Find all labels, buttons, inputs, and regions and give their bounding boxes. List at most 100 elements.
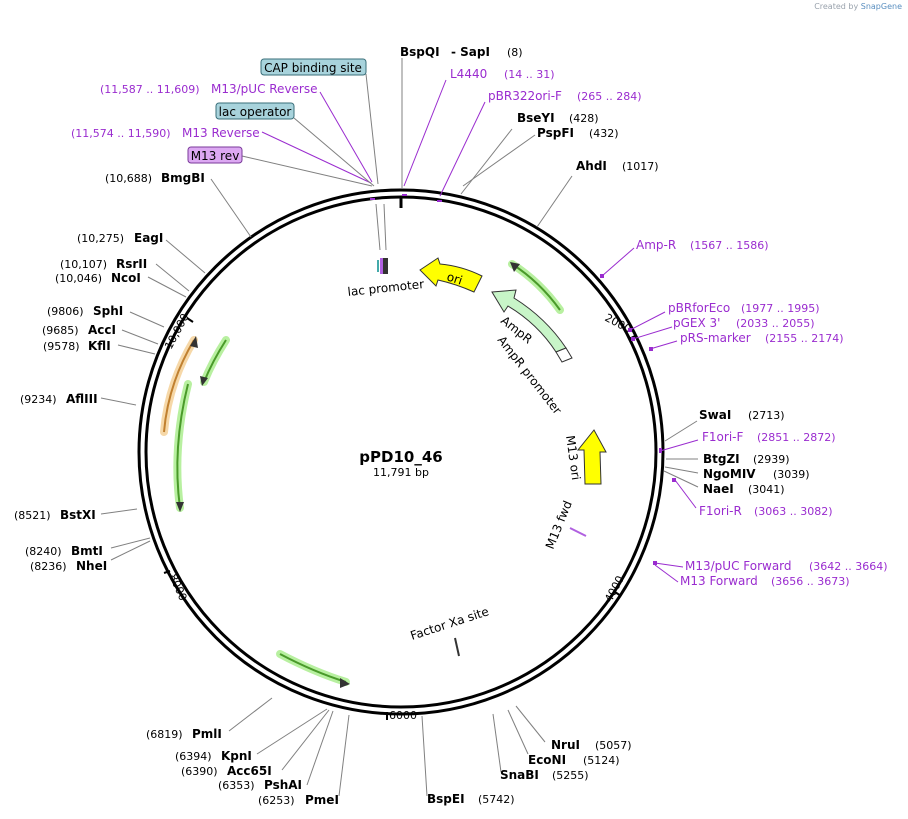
enzyme-bmti: BmtI: [71, 544, 103, 558]
enzyme-ngomiv-pos: (3039): [773, 468, 810, 481]
enzyme-labels: BspQI - SapI (8) BseYI (428) PspFI (432)…: [14, 45, 810, 807]
enzyme-leaders: [100, 58, 699, 797]
primer-leaders: [261, 79, 699, 583]
enzyme-rsrii: RsrII: [116, 257, 147, 271]
enzyme-sphi: SphI: [93, 304, 123, 318]
enzyme-ngomiv: NgoMIV: [703, 467, 756, 481]
primer-m13puc-forward: M13/pUC Forward: [685, 559, 792, 573]
enzyme-pmei-pos: (6253): [258, 794, 295, 807]
enzyme-sphi-pos: (9806): [47, 305, 84, 318]
factor-xa-label: Factor Xa site: [409, 604, 491, 643]
cap-binding-site-label: CAP binding site: [264, 61, 362, 75]
lac-promoter-label: lac promoter: [347, 277, 425, 299]
primer-l4440-range: (14 .. 31): [504, 68, 555, 81]
primer-m13puc-reverse: M13/pUC Reverse: [211, 82, 318, 96]
enzyme-kfli: KflI: [88, 339, 111, 353]
enzyme-naei: NaeI: [703, 482, 734, 496]
ori-arrow: [419, 257, 483, 293]
primer-m13puc-reverse-range: (11,587 .. 11,609): [100, 83, 200, 96]
enzyme-rsrii-pos: (10,107): [60, 258, 107, 271]
primer-f1ori-r: F1ori-R: [699, 504, 742, 518]
primer-f1ori-f-range: (2851 .. 2872): [757, 431, 836, 444]
enzyme-pmei: PmeI: [305, 793, 339, 807]
m13-fwd-label: M13 fwd: [543, 499, 575, 551]
lac-operator-box: [215, 102, 295, 120]
ruler-label-6000: 6000: [389, 709, 417, 722]
enzyme-ncoi-pos: (10,046): [55, 272, 102, 285]
enzyme-afliii-pos: (9234): [20, 393, 57, 406]
enzyme-pmli-pos: (6819): [146, 728, 183, 741]
enzyme-ncoi: NcoI: [111, 271, 141, 285]
primer-pbr322ori-f-range: (265 .. 284): [577, 90, 642, 103]
enzyme-btgzi-pos: (2939): [753, 453, 790, 466]
enzyme-acc65i-pos: (6390): [181, 765, 218, 778]
enzyme-pshai-pos: (6353): [218, 779, 255, 792]
cap-binding-site-box: [260, 58, 367, 76]
enzyme-snabi-pos: (5255): [552, 769, 589, 782]
factor-xa-mark: [454, 637, 460, 657]
primer-amp-r: Amp-R: [636, 238, 676, 252]
ampr-promoter-box: [555, 347, 573, 363]
enzyme-afliii: AflIII: [66, 392, 98, 406]
enzyme-ahdi: AhdI: [576, 159, 607, 173]
enzyme-btgzi: BtgZI: [703, 452, 740, 466]
primer-amp-r-range: (1567 .. 1586): [690, 239, 769, 252]
primer-m13-forward-range: (3656 .. 3673): [771, 575, 850, 588]
enzyme-swai-pos: (2713): [748, 409, 785, 422]
m13-fwd-mark: [569, 527, 587, 537]
primer-pbr322ori-f: pBR322ori-F: [488, 89, 562, 103]
green-arc-left-head: [176, 502, 184, 512]
enzyme-kpni: KpnI: [221, 749, 252, 763]
ruler-label-8000: 8000: [166, 572, 189, 603]
enzyme-eagi: EagI: [134, 231, 163, 245]
enzyme-sapi: - SapI: [451, 45, 490, 59]
enzyme-nrui: NruI: [551, 738, 580, 752]
primer-marks: [370, 194, 676, 565]
enzyme-bstxi-pos: (8521): [14, 509, 51, 522]
plasmid-size: 11,791 bp: [373, 466, 429, 479]
ori-label: ori: [445, 270, 464, 288]
enzyme-acci-pos: (9685): [42, 324, 79, 337]
enzyme-bmgbi-pos: (10,688): [105, 172, 152, 185]
snapgene-credit: Created by SnapGene: [814, 2, 902, 11]
enzyme-econi-pos: (5124): [583, 754, 620, 767]
enzyme-bspei: BspEI: [427, 792, 465, 806]
green-arc-left: [176, 383, 189, 509]
primer-m13-forward: M13 Forward: [680, 574, 758, 588]
primer-pbrforeco-range: (1977 .. 1995): [741, 302, 820, 315]
enzyme-bseyi-pos: (428): [569, 112, 599, 125]
primer-m13-reverse-range: (11,574 .. 11,590): [71, 127, 171, 140]
enzyme-nrui-pos: (5057): [595, 739, 632, 752]
green-arc-left-small-head: [200, 376, 208, 386]
primer-prs-marker-range: (2155 .. 2174): [765, 332, 844, 345]
ruler-label-2000: 2000: [603, 311, 634, 336]
m13-ori-label: M13 ori: [563, 434, 583, 481]
primer-prs-marker: pRS-marker: [680, 331, 751, 345]
enzyme-bmti-pos: (8240): [25, 545, 62, 558]
enzyme-sapi-pos: (8): [507, 46, 523, 59]
primer-labels: L4440 (14 .. 31) pBR322ori-F (265 .. 284…: [71, 67, 888, 588]
primer-m13-reverse: M13 Reverse: [182, 126, 260, 140]
enzyme-bmgbi: BmgBI: [161, 171, 205, 185]
orange-arc-head: [190, 336, 198, 348]
enzyme-naei-pos: (3041): [748, 483, 785, 496]
enzyme-snabi: SnaBI: [500, 768, 539, 782]
enzyme-ahdi-pos: (1017): [622, 160, 659, 173]
orange-arc: [163, 339, 195, 433]
enzyme-bstxi: BstXI: [60, 508, 96, 522]
primer-f1ori-f: F1ori-F: [702, 430, 743, 444]
enzyme-nhei: NheI: [76, 559, 107, 573]
enzyme-pmli: PmlI: [192, 727, 222, 741]
m13-ori-arrow: [576, 429, 607, 485]
green-arc-bottom-head: [340, 678, 350, 688]
enzyme-acc65i: Acc65I: [227, 764, 272, 778]
enzyme-bspqi: BspQI: [400, 45, 440, 59]
primer-pbrforeco: pBRforEco: [668, 301, 730, 315]
primer-f1ori-r-range: (3063 .. 3082): [754, 505, 833, 518]
enzyme-nhei-pos: (8236): [30, 560, 67, 573]
m13-rev-box: [187, 146, 243, 164]
enzyme-acci: AccI: [88, 323, 116, 337]
enzyme-eagi-pos: (10,275): [77, 232, 124, 245]
enzyme-pspfi-pos: (432): [589, 127, 619, 140]
